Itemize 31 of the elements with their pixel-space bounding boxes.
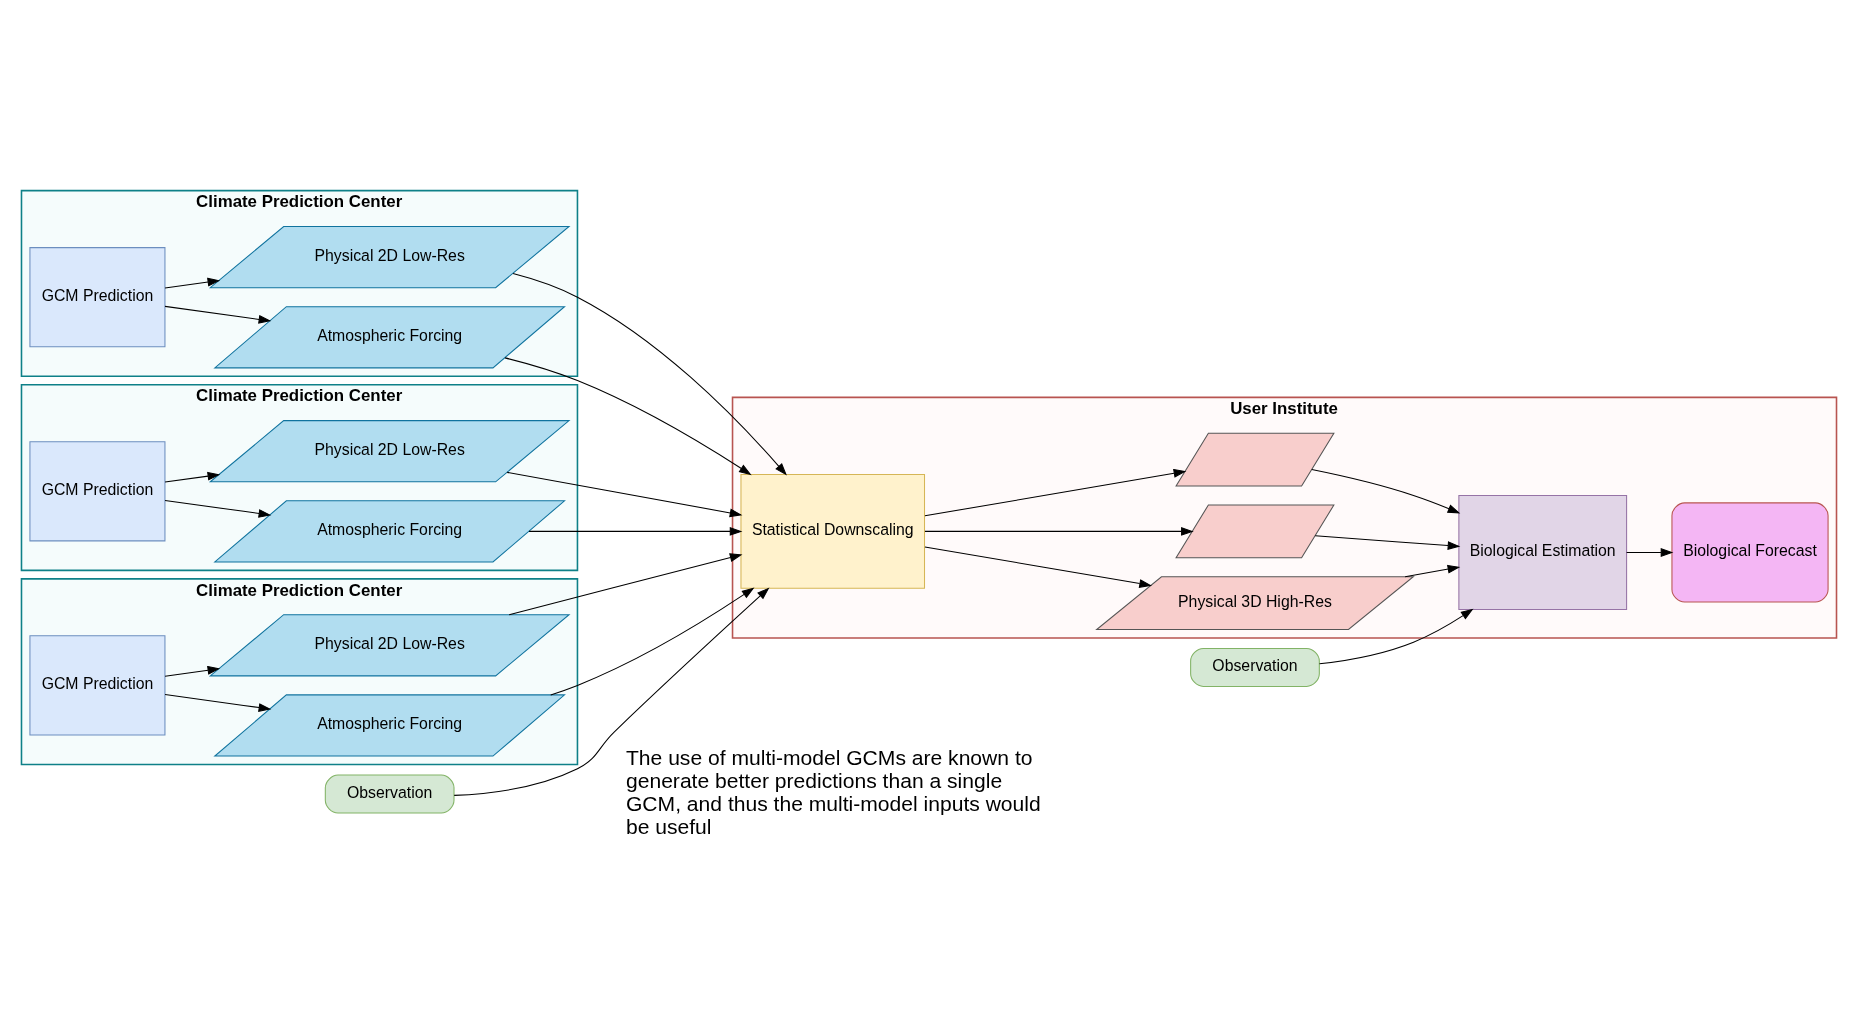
arrow — [1318, 608, 1474, 664]
arrow — [164, 693, 272, 712]
arrow — [550, 587, 755, 695]
arrow — [506, 471, 743, 517]
arrow — [528, 526, 743, 536]
arrow — [453, 587, 770, 796]
arrow — [504, 356, 752, 475]
arrow — [1314, 534, 1461, 550]
arrow — [1626, 547, 1674, 557]
node-box: Observation — [1190, 647, 1320, 687]
arrow — [164, 665, 221, 677]
node-box: Statistical Downscaling — [740, 473, 926, 589]
node-box: GCM Prediction — [29, 246, 166, 347]
arrow — [1311, 468, 1461, 513]
arrow — [1404, 564, 1461, 577]
arrow — [924, 545, 1152, 588]
node-box: Observation — [324, 774, 455, 814]
node-parallelogram — [1175, 504, 1335, 558]
arrow — [512, 272, 787, 476]
label: The use of multi-model GCMs are known to generate better predictions than a single GCM, and thus the multi-model inputs would be useful — [625, 745, 1041, 838]
arrow — [164, 305, 272, 324]
arrow — [508, 552, 743, 615]
node-box: GCM Prediction — [29, 440, 166, 541]
arrow — [164, 471, 221, 483]
node-box: Biological Estimation — [1458, 494, 1628, 610]
node-box: Biological Forecast — [1671, 501, 1829, 603]
node-box: GCM Prediction — [29, 634, 166, 735]
arrow — [924, 468, 1187, 516]
arrow — [924, 526, 1194, 536]
arrow — [164, 499, 272, 518]
arrow — [164, 277, 221, 289]
